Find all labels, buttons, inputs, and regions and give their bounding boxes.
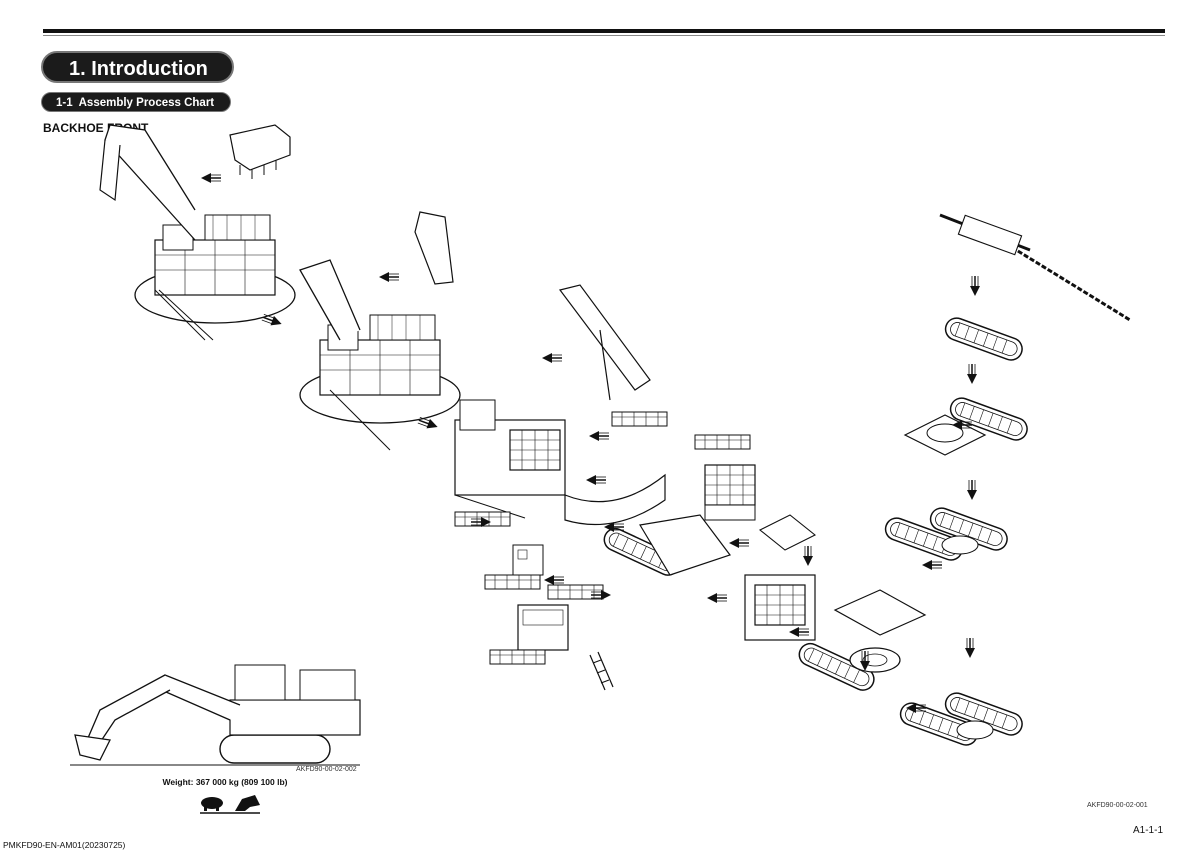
excavator-side-view: [70, 664, 361, 766]
lower-with-swing-circle: [794, 639, 901, 695]
subsection-number: 1-1: [56, 97, 73, 109]
upperstructure-assembly: [454, 399, 566, 519]
page-number: A1-1-1: [1132, 825, 1163, 836]
ladder-part: [589, 651, 614, 691]
track-link-part: [941, 314, 1026, 364]
section-title: 1. Introduction: [41, 51, 234, 83]
machine-weight: Weight: 367 000 kg (809 100 lb): [162, 777, 288, 787]
undercarriage-partial: [881, 504, 1011, 564]
arm-part: [414, 211, 454, 285]
undercarriage-complete: [896, 689, 1026, 749]
header-rule-thin: [43, 35, 1165, 36]
cab-part: [512, 544, 544, 576]
main-frame-on-tracks: [599, 514, 731, 580]
subsection-title: 1-1 Assembly Process Chart: [41, 92, 232, 112]
header-rule: [43, 29, 1165, 33]
assembled-machine-with-boom: [299, 259, 461, 451]
main-figure-code: AKFD90-00-02-001: [1087, 802, 1148, 809]
assembled-machine-complete: [99, 124, 296, 341]
document-id: PMKFD90-EN-AM01(20230725): [3, 840, 126, 850]
revolving-frame-modules: [744, 574, 816, 641]
assembly-arrows: [200, 172, 981, 714]
weight-class-icon: [200, 795, 260, 814]
handrail-part: [611, 411, 668, 427]
hydraulic-module-part: [694, 434, 756, 521]
boom-part: [558, 284, 651, 401]
subsection-text: Assembly Process Chart: [78, 97, 215, 109]
frame-bracket-part: [758, 514, 817, 551]
engine-module-part: [517, 604, 569, 651]
bucket-part: [229, 124, 291, 179]
lower-walkway-part: [489, 649, 546, 665]
side-figure-code: AKFD90-00-02-002: [296, 766, 357, 773]
counterweight-part: [564, 473, 666, 526]
crawler-frame-part: [939, 213, 1131, 322]
swing-frame-part: [833, 589, 927, 636]
cab-stand-part: [484, 574, 541, 590]
